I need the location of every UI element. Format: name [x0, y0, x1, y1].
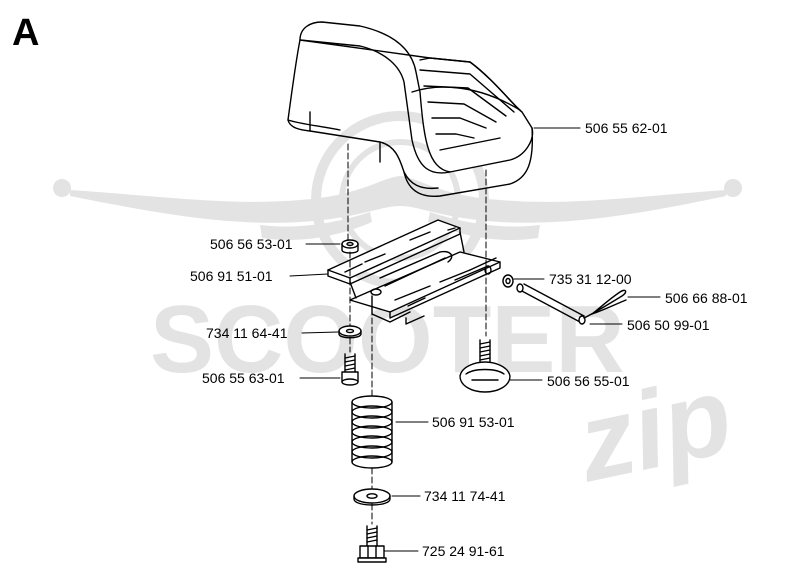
callout-hair-pin: 506 66 88-01 [665, 290, 748, 306]
callout-seat: 506 55 62-01 [585, 120, 668, 136]
watermark-handlebar [70, 176, 726, 223]
bolt-upper-illustration [341, 353, 359, 386]
washer-lower-illustration [353, 488, 391, 506]
callout-nut-top: 506 56 53-01 [210, 236, 293, 252]
callout-bolt-upper: 506 55 63-01 [202, 370, 285, 386]
e-clip-illustration [502, 274, 514, 288]
seat-bracket-illustration [327, 219, 501, 325]
nut-top-illustration [341, 239, 359, 254]
watermark-right-ball [724, 179, 742, 197]
callout-e-clip: 735 31 12-00 [549, 271, 632, 287]
callout-washer-upper: 734 11 64-41 [206, 325, 288, 341]
callout-bolt-lower: 725 24 91-61 [422, 543, 505, 559]
callout-pivot-pin: 506 50 99-01 [627, 317, 710, 333]
leader-seat-bracket [289, 273, 329, 277]
watermark-ring-inner [339, 139, 461, 261]
assembly-axes [347, 143, 487, 525]
callout-seat-bracket: 506 91 51-01 [190, 268, 273, 284]
spring-illustration [351, 395, 393, 469]
seat-illustration [287, 21, 534, 197]
callout-spring: 506 91 53-01 [432, 414, 515, 430]
watermark-left-ball [53, 179, 71, 197]
knob-illustration [459, 339, 511, 393]
bolt-lower-illustration [357, 525, 387, 563]
section-label: A [12, 12, 40, 54]
watermark: SCOOTER zip [53, 111, 742, 506]
callout-washer-lower: 734 11 74-41 [424, 488, 506, 504]
hair-pin-illustration [583, 289, 627, 319]
leader-lines [289, 127, 661, 552]
callout-knob: 506 56 55-01 [547, 373, 630, 389]
leader-washer-upper [301, 331, 339, 334]
